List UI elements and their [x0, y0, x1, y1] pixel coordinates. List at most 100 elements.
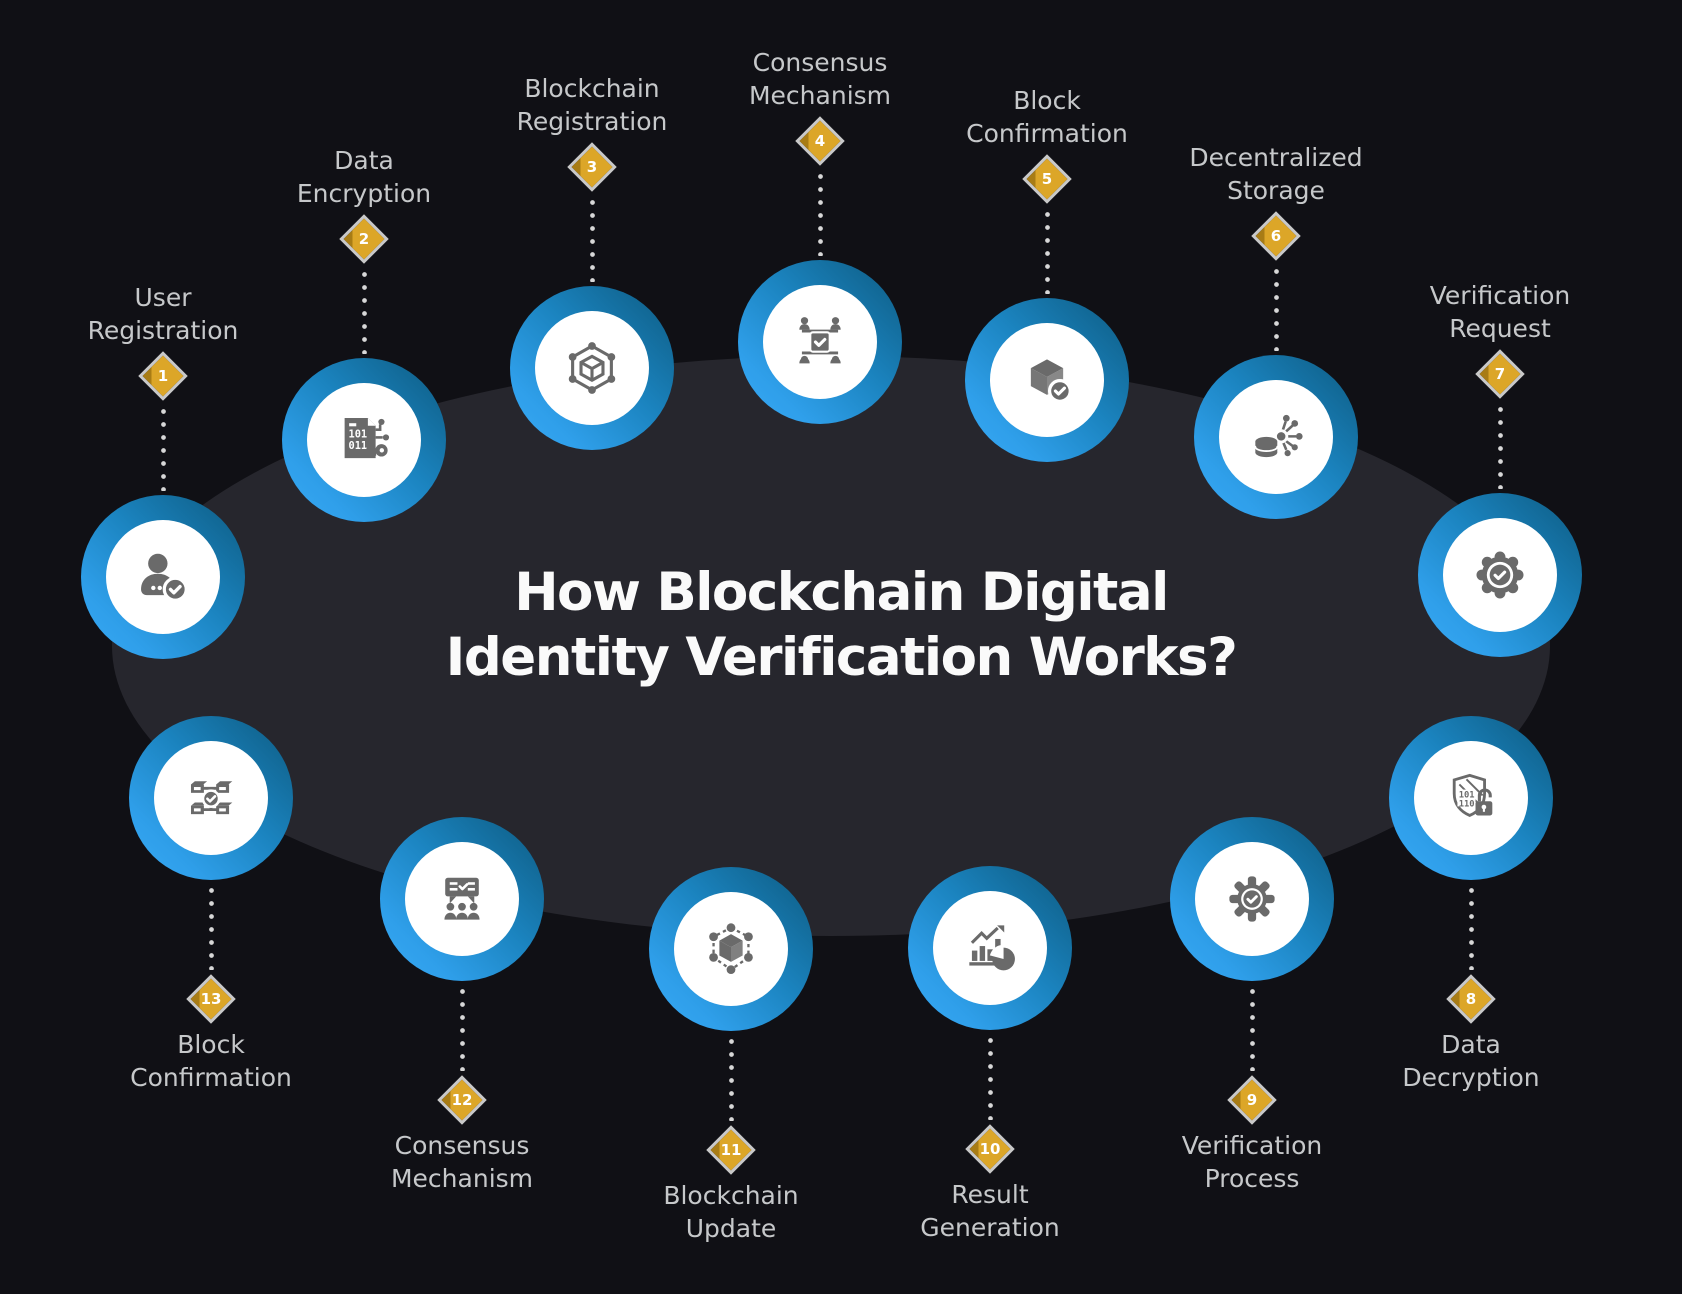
dotted-connector: [160, 405, 166, 491]
step-circle: [1194, 355, 1358, 519]
step-number-badge: 11: [705, 1125, 757, 1175]
dotted-connector: [1273, 265, 1279, 351]
step-2-data-encryption: Data Encryption 2 101 011: [249, 144, 479, 522]
cube-check-icon: [1030, 359, 1072, 403]
step-label: Verification Process: [1181, 1131, 1323, 1193]
icon-disc: [535, 311, 649, 425]
step-label: Data Decryption: [1402, 1030, 1540, 1092]
step-number-badge: 12: [436, 1075, 488, 1125]
icon-disc: 101 110: [1414, 741, 1528, 855]
gear-check-icon: [1229, 876, 1275, 922]
step-number-badge: 8: [1445, 974, 1497, 1024]
step-13-block-confirmation: 13 Block Confirmation: [96, 716, 326, 1094]
step-circle: [738, 260, 902, 424]
step-8-data-decryption: 101 110 8 Data Decryption: [1356, 716, 1586, 1094]
consensus-people-check-icon: [799, 317, 841, 364]
step-12-consensus-mechanism: 12 Consensus Mechanism: [347, 817, 577, 1195]
step-label: Result Generation: [920, 1180, 1060, 1242]
analytics-chart-pie-icon: [969, 925, 1015, 971]
step-7-verification-request: Verification Request 7: [1385, 279, 1615, 657]
step-1-user-registration: User Registration 1: [48, 281, 278, 659]
dotted-connector: [728, 1035, 734, 1121]
step-number: 11: [720, 1141, 742, 1159]
step-number-badge: 13: [185, 974, 237, 1024]
icon-disc: [1443, 518, 1557, 632]
step-number-badge: 10: [964, 1124, 1016, 1174]
step-number-badge: 1: [137, 351, 189, 401]
database-network-icon: [1254, 414, 1303, 458]
dotted-connector: [1497, 403, 1503, 489]
step-6-decentralized-storage: Decentralized Storage 6: [1161, 141, 1391, 519]
step-circle: 101 011: [282, 358, 446, 522]
step-circle: [129, 716, 293, 880]
step-circle: 101 110: [1389, 716, 1553, 880]
step-number-badge: 6: [1250, 211, 1302, 261]
step-3-blockchain-registration: Blockchain Registration 3: [477, 72, 707, 450]
dotted-connector: [589, 196, 595, 282]
step-label: Block Confirmation: [130, 1030, 292, 1092]
step-number: 10: [979, 1140, 1001, 1158]
step-label: Data Encryption: [296, 146, 432, 208]
step-number: 3: [586, 158, 598, 176]
icon-disc: [763, 285, 877, 399]
step-label: Consensus Mechanism: [748, 48, 892, 110]
step-number: 7: [1494, 365, 1506, 383]
step-number: 8: [1465, 990, 1477, 1008]
page-title: How Blockchain Digital Identity Verifica…: [445, 562, 1238, 688]
step-number-badge: 3: [566, 142, 618, 192]
step-label: Decentralized Storage: [1189, 143, 1363, 205]
dotted-connector: [1468, 884, 1474, 970]
step-circle: [1170, 817, 1334, 981]
step-circle: [380, 817, 544, 981]
step-circle: [649, 867, 813, 1031]
encrypted-document-key-icon: 101 011: [344, 418, 390, 459]
user-check-icon: [141, 553, 188, 602]
icon-disc: [405, 842, 519, 956]
step-number: 1: [157, 367, 169, 385]
icon-disc: [674, 892, 788, 1006]
step-number: 13: [200, 990, 222, 1008]
icon-disc: [154, 741, 268, 855]
step-label: Blockchain Update: [663, 1181, 799, 1243]
step-number: 9: [1246, 1091, 1258, 1109]
shield-binary-unlock-icon: 101 110: [1452, 773, 1493, 817]
icon-disc: [1219, 380, 1333, 494]
step-label: Blockchain Registration: [516, 74, 668, 136]
step-label: Consensus Mechanism: [390, 1131, 534, 1193]
step-number-badge: 9: [1226, 1075, 1278, 1125]
dotted-connector: [208, 884, 214, 970]
dotted-connector: [361, 268, 367, 354]
blockchain-cube-network-icon: [568, 342, 616, 394]
svg-text:011: 011: [349, 440, 368, 452]
chain-blocks-check-icon: [190, 781, 233, 815]
icon-disc: [106, 520, 220, 634]
dotted-connector: [459, 985, 465, 1071]
step-number-badge: 7: [1474, 349, 1526, 399]
dotted-connector: [1044, 208, 1050, 294]
icon-disc: 101 011: [307, 383, 421, 497]
cube-nodes-filled-icon: [709, 923, 753, 975]
icon-disc: [1195, 842, 1309, 956]
step-circle: [510, 286, 674, 450]
dotted-connector: [1249, 985, 1255, 1071]
step-number-badge: 2: [338, 214, 390, 264]
step-circle: [908, 866, 1072, 1030]
group-discussion-check-icon: [444, 877, 480, 920]
step-number-badge: 5: [1021, 154, 1073, 204]
svg-text:110: 110: [1459, 799, 1475, 809]
step-number: 2: [358, 230, 370, 248]
step-label: Block Confirmation: [966, 86, 1128, 148]
step-number: 5: [1041, 170, 1053, 188]
step-11-blockchain-update: 11 Blockchain Update: [616, 867, 846, 1245]
icon-disc: [933, 891, 1047, 1005]
step-5-block-confirmation: Block Confirmation 5: [932, 84, 1162, 462]
step-number-badge: 4: [794, 116, 846, 166]
icon-disc: [990, 323, 1104, 437]
step-circle: [81, 495, 245, 659]
step-9-verification-process: 9 Verification Process: [1137, 817, 1367, 1195]
step-label: User Registration: [87, 283, 239, 345]
verified-badge-icon: [1476, 551, 1524, 599]
svg-text:101: 101: [1459, 790, 1475, 800]
step-number: 4: [814, 132, 826, 150]
step-4-consensus-mechanism: Consensus Mechanism 4: [705, 46, 935, 424]
